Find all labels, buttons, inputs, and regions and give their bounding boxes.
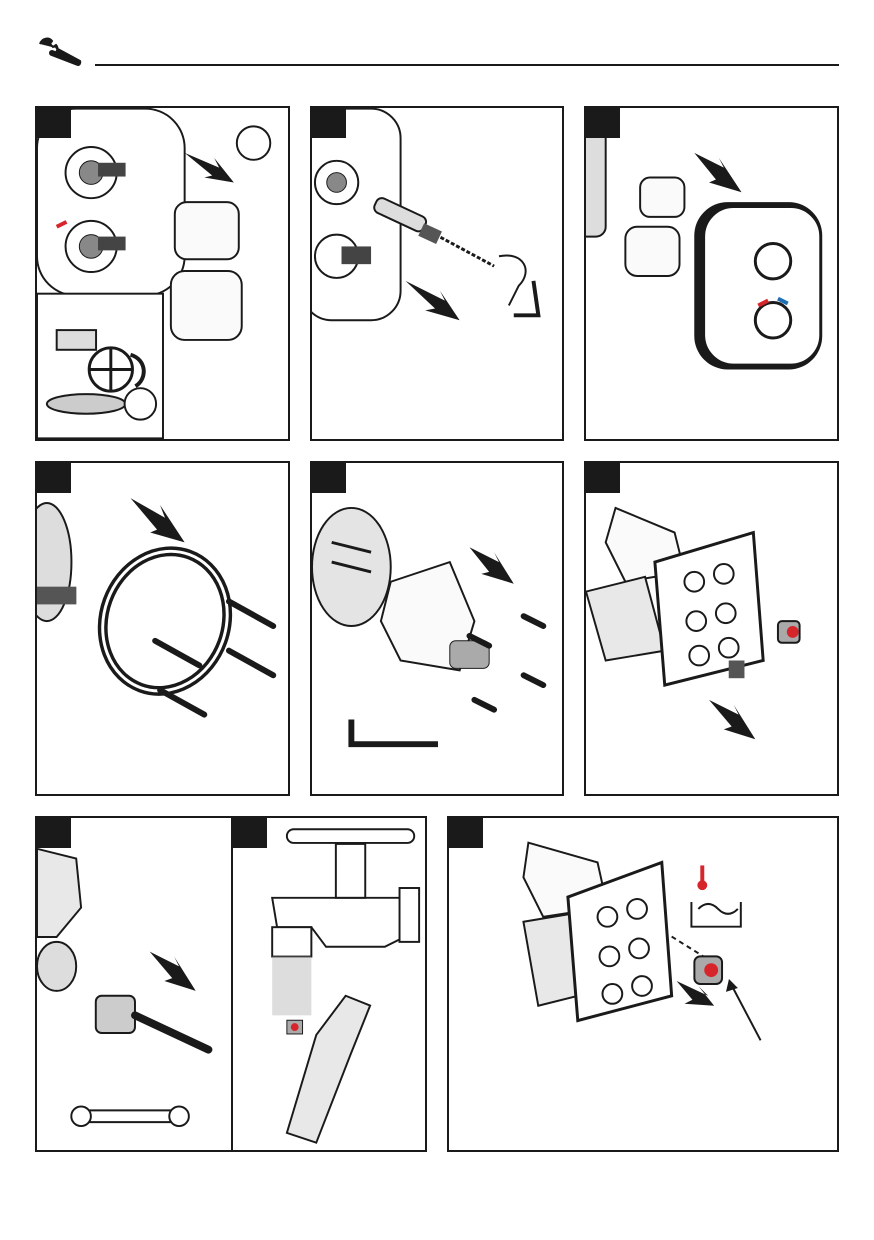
header-rule — [95, 64, 839, 66]
step-tab-2 — [312, 108, 346, 138]
step-tab-3 — [586, 108, 620, 138]
step-panel-5 — [310, 461, 564, 796]
step-panel-3 — [584, 106, 839, 441]
step-panel-1 — [35, 106, 290, 441]
step-tab-5 — [312, 463, 346, 493]
step-panel-7 — [35, 816, 233, 1152]
step-tab-1 — [37, 108, 71, 138]
wrench-icon — [39, 37, 82, 66]
step-panel-2 — [310, 106, 564, 441]
step-panel-6 — [584, 461, 839, 796]
step-panel-4 — [35, 461, 290, 796]
step-tab-7 — [37, 818, 71, 848]
step-panel-9 — [447, 816, 839, 1152]
step-tab-4 — [37, 463, 71, 493]
step-tab-9 — [449, 818, 483, 848]
step-tab-6 — [586, 463, 620, 493]
step-panel-8 — [231, 816, 427, 1152]
step-tab-8 — [233, 818, 267, 848]
